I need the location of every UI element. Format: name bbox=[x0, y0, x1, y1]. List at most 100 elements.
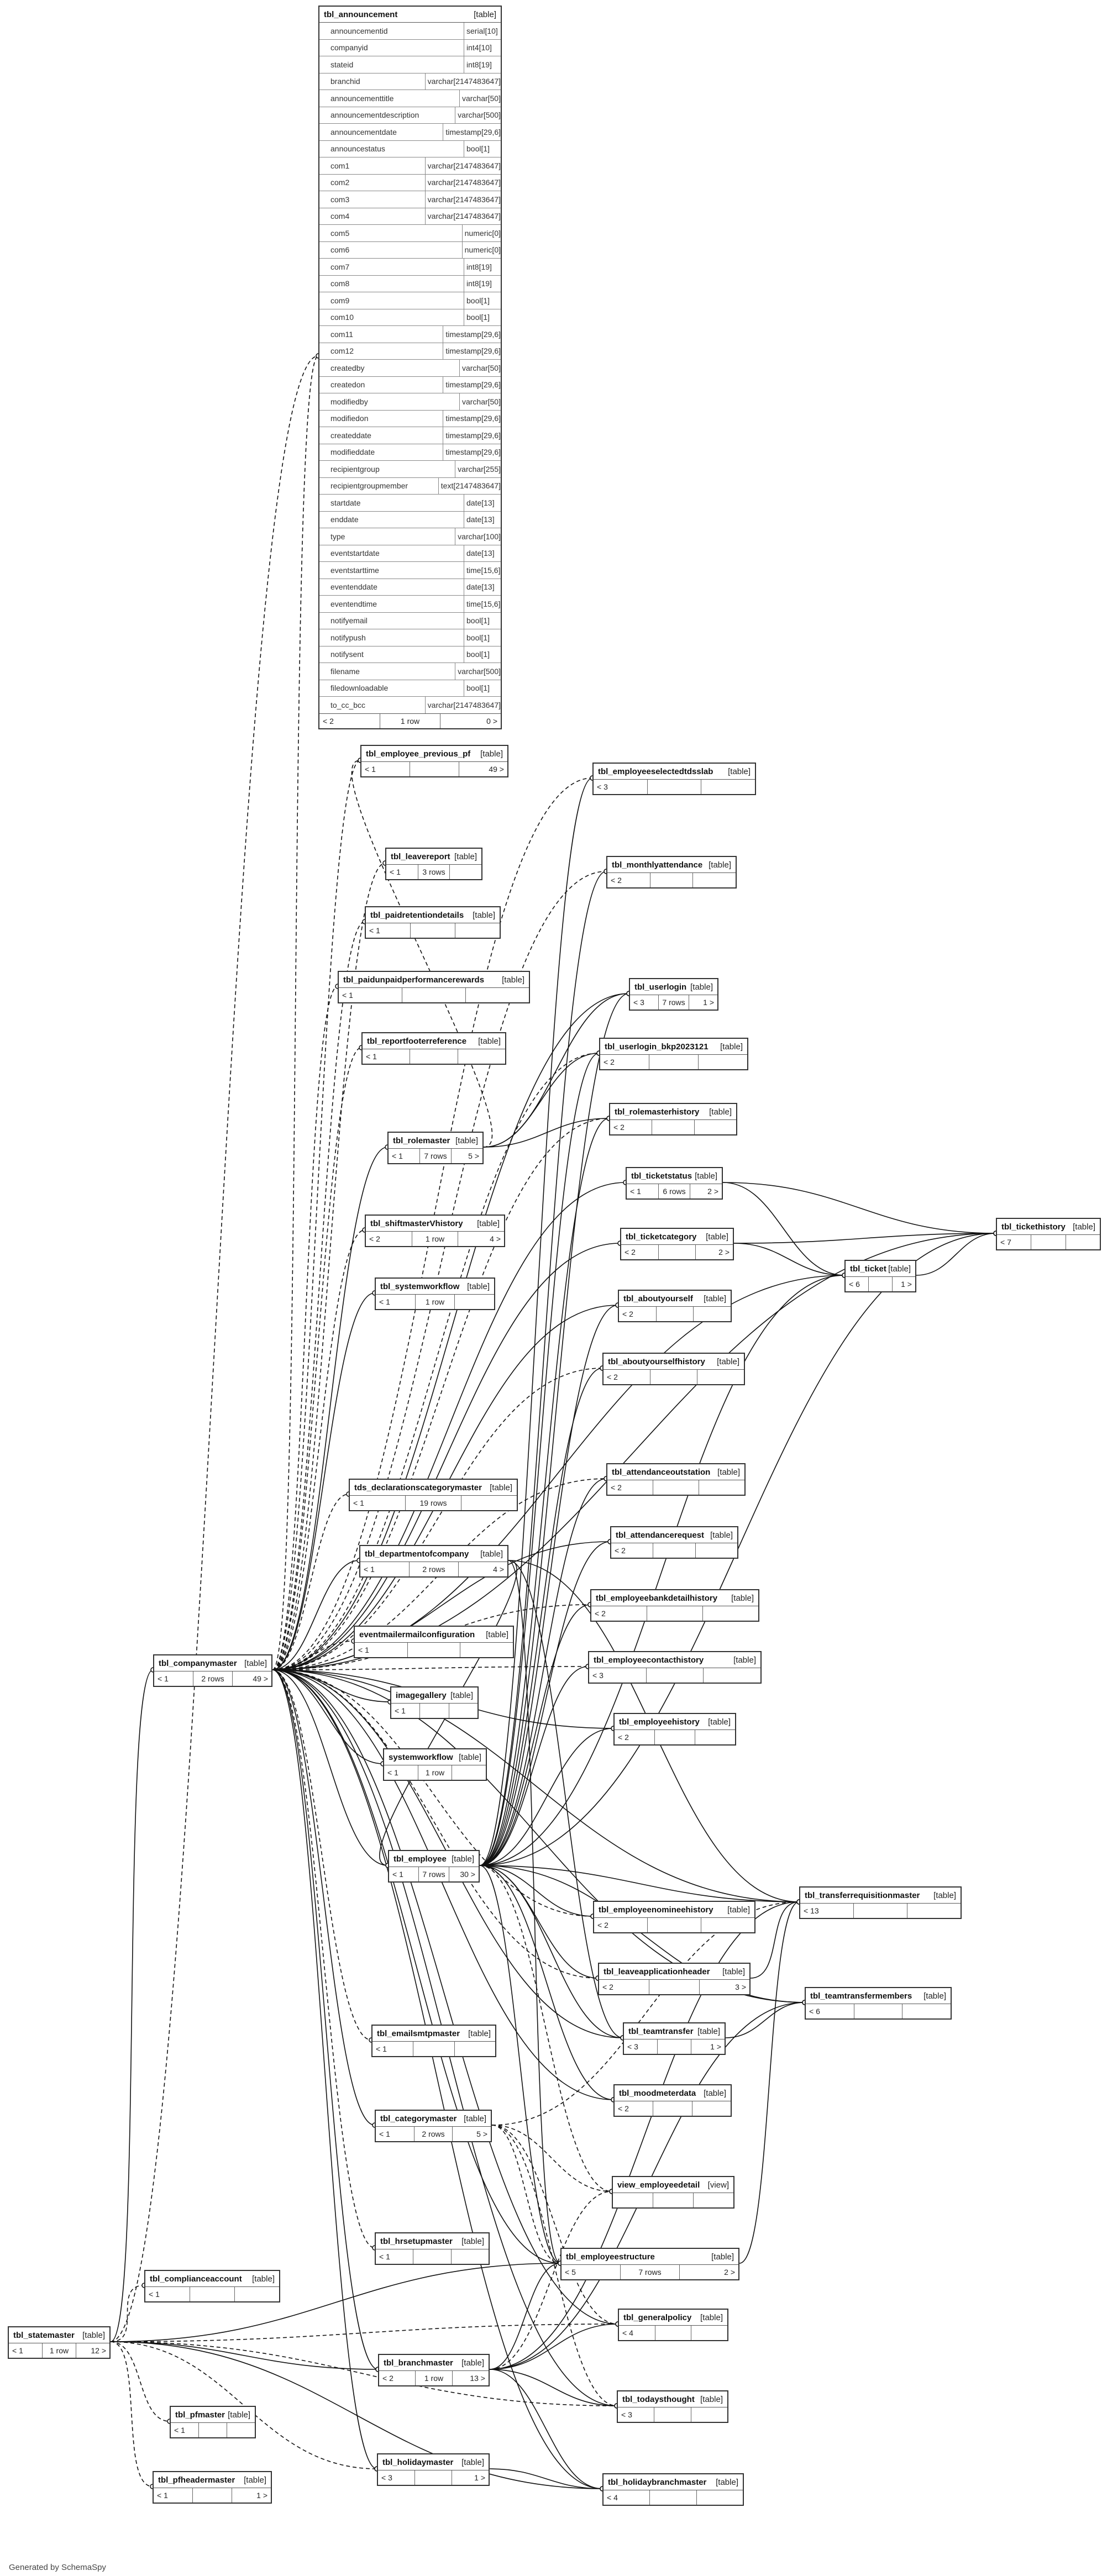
table-tbl-generalpolicy[interactable]: tbl_generalpolicy[table]< 4 bbox=[618, 2309, 728, 2341]
children-count[interactable]: 5 > bbox=[468, 1152, 479, 1160]
children-count[interactable]: 4 > bbox=[493, 1565, 504, 1574]
parents-count[interactable]: < 2 bbox=[607, 1480, 653, 1495]
children-count[interactable] bbox=[907, 1904, 961, 1918]
table-tbl-paidunpaidperformancerewards[interactable]: tbl_paidunpaidperformancerewards[table]<… bbox=[338, 971, 530, 1003]
table-tbl-paidretentiondetails[interactable]: tbl_paidretentiondetails[table]< 1 bbox=[365, 906, 501, 939]
table-tbl-userlogin-bkp2023121[interactable]: tbl_userlogin_bkp2023121[table]< 2 bbox=[599, 1038, 748, 1070]
parents-count[interactable]: < 1 bbox=[376, 1295, 416, 1309]
parents-count[interactable]: < 1 bbox=[145, 2287, 190, 2301]
parents-count[interactable]: < 1 bbox=[389, 1867, 419, 1881]
parents-count[interactable]: < 1 bbox=[339, 988, 402, 1002]
table-tbl-employeeselectedtdsslab[interactable]: tbl_employeeselectedtdsslab[table]< 3 bbox=[592, 763, 756, 795]
children-count[interactable] bbox=[691, 2407, 727, 2422]
children-count[interactable] bbox=[694, 2193, 733, 2207]
parents-count[interactable]: < 1 bbox=[355, 1643, 408, 1657]
table-tbl-attendanceoutstation[interactable]: tbl_attendanceoutstation[table]< 2 bbox=[606, 1463, 746, 1496]
parents-count[interactable]: < 1 bbox=[386, 865, 418, 879]
parents-count[interactable]: < 1 bbox=[627, 1184, 659, 1198]
children-count[interactable] bbox=[235, 2287, 279, 2301]
parents-count[interactable]: < 3 bbox=[378, 2470, 415, 2485]
table-tbl-aboutyourselfhistory[interactable]: tbl_aboutyourselfhistory[table]< 2 bbox=[602, 1353, 745, 1385]
children-count[interactable]: 0 > bbox=[486, 716, 498, 726]
parents-count[interactable]: < 1 bbox=[391, 1704, 421, 1718]
children-count[interactable]: 49 > bbox=[489, 765, 504, 774]
table-tbl-moodmeterdata[interactable]: tbl_moodmeterdata[table]< 2 bbox=[613, 2084, 732, 2117]
table-tbl-complianceaccount[interactable]: tbl_complianceaccount[table]< 1 bbox=[144, 2270, 280, 2302]
children-count[interactable] bbox=[699, 1480, 744, 1495]
table-tbl-employeecontacthistory[interactable]: tbl_employeecontacthistory[table]< 3 bbox=[588, 1651, 762, 1684]
parents-count[interactable]: < 13 bbox=[800, 1904, 854, 1918]
children-count[interactable] bbox=[697, 2490, 743, 2505]
parents-count[interactable]: < 2 bbox=[615, 2101, 654, 2116]
parents-count[interactable]: < 3 bbox=[618, 2407, 655, 2422]
children-count[interactable]: 5 > bbox=[476, 2130, 488, 2138]
table-tbl-employeebankdetailhistory[interactable]: tbl_employeebankdetailhistory[table]< 2 bbox=[590, 1589, 759, 1622]
parents-count[interactable]: < 1 bbox=[350, 1496, 406, 1510]
children-count[interactable] bbox=[695, 1120, 736, 1134]
table-view-employeedetail[interactable]: view_employeedetail[view] bbox=[612, 2176, 734, 2209]
children-count[interactable] bbox=[461, 1496, 517, 1510]
parents-count[interactable]: < 6 bbox=[806, 2004, 854, 2018]
table-tbl-employeehistory[interactable]: tbl_employeehistory[table]< 2 bbox=[613, 1713, 736, 1746]
parents-count[interactable]: < 2 bbox=[379, 2371, 416, 2385]
parents-count[interactable]: < 6 bbox=[846, 1277, 869, 1291]
children-count[interactable] bbox=[450, 865, 481, 879]
parents-count[interactable]: < 3 bbox=[630, 995, 659, 1010]
table-tbl-attendancerequest[interactable]: tbl_attendancerequest[table]< 2 bbox=[610, 1526, 738, 1559]
table-eventmailermailconfiguration[interactable]: eventmailermailconfiguration[table]< 1 bbox=[354, 1626, 514, 1658]
table-tbl-rolemasterhistory[interactable]: tbl_rolemasterhistory[table]< 2 bbox=[609, 1103, 737, 1135]
table-tbl-teamtransfermembers[interactable]: tbl_teamtransfermembers[table]< 6 bbox=[805, 1987, 952, 2020]
parents-count[interactable]: < 2 bbox=[366, 1232, 412, 1246]
parents-count[interactable]: < 4 bbox=[604, 2490, 650, 2505]
children-count[interactable] bbox=[704, 1668, 760, 1683]
children-count[interactable] bbox=[696, 1543, 737, 1558]
parents-count[interactable]: < 2 bbox=[319, 713, 380, 728]
children-count[interactable]: 2 > bbox=[707, 1187, 719, 1196]
children-count[interactable] bbox=[697, 1370, 744, 1384]
children-count[interactable]: 12 > bbox=[91, 2346, 106, 2355]
children-count[interactable] bbox=[1066, 1235, 1100, 1249]
parents-count[interactable]: < 1 bbox=[154, 1671, 193, 1686]
children-count[interactable] bbox=[701, 780, 755, 794]
table-tbl-monthlyattendance[interactable]: tbl_monthlyattendance[table]< 2 bbox=[606, 856, 737, 889]
parents-count[interactable]: < 1 bbox=[171, 2423, 199, 2437]
parents-count[interactable]: < 2 bbox=[619, 1307, 657, 1321]
parents-count[interactable]: < 7 bbox=[997, 1235, 1032, 1249]
children-count[interactable] bbox=[449, 1704, 477, 1718]
parents-count[interactable]: < 2 bbox=[615, 1730, 655, 1744]
